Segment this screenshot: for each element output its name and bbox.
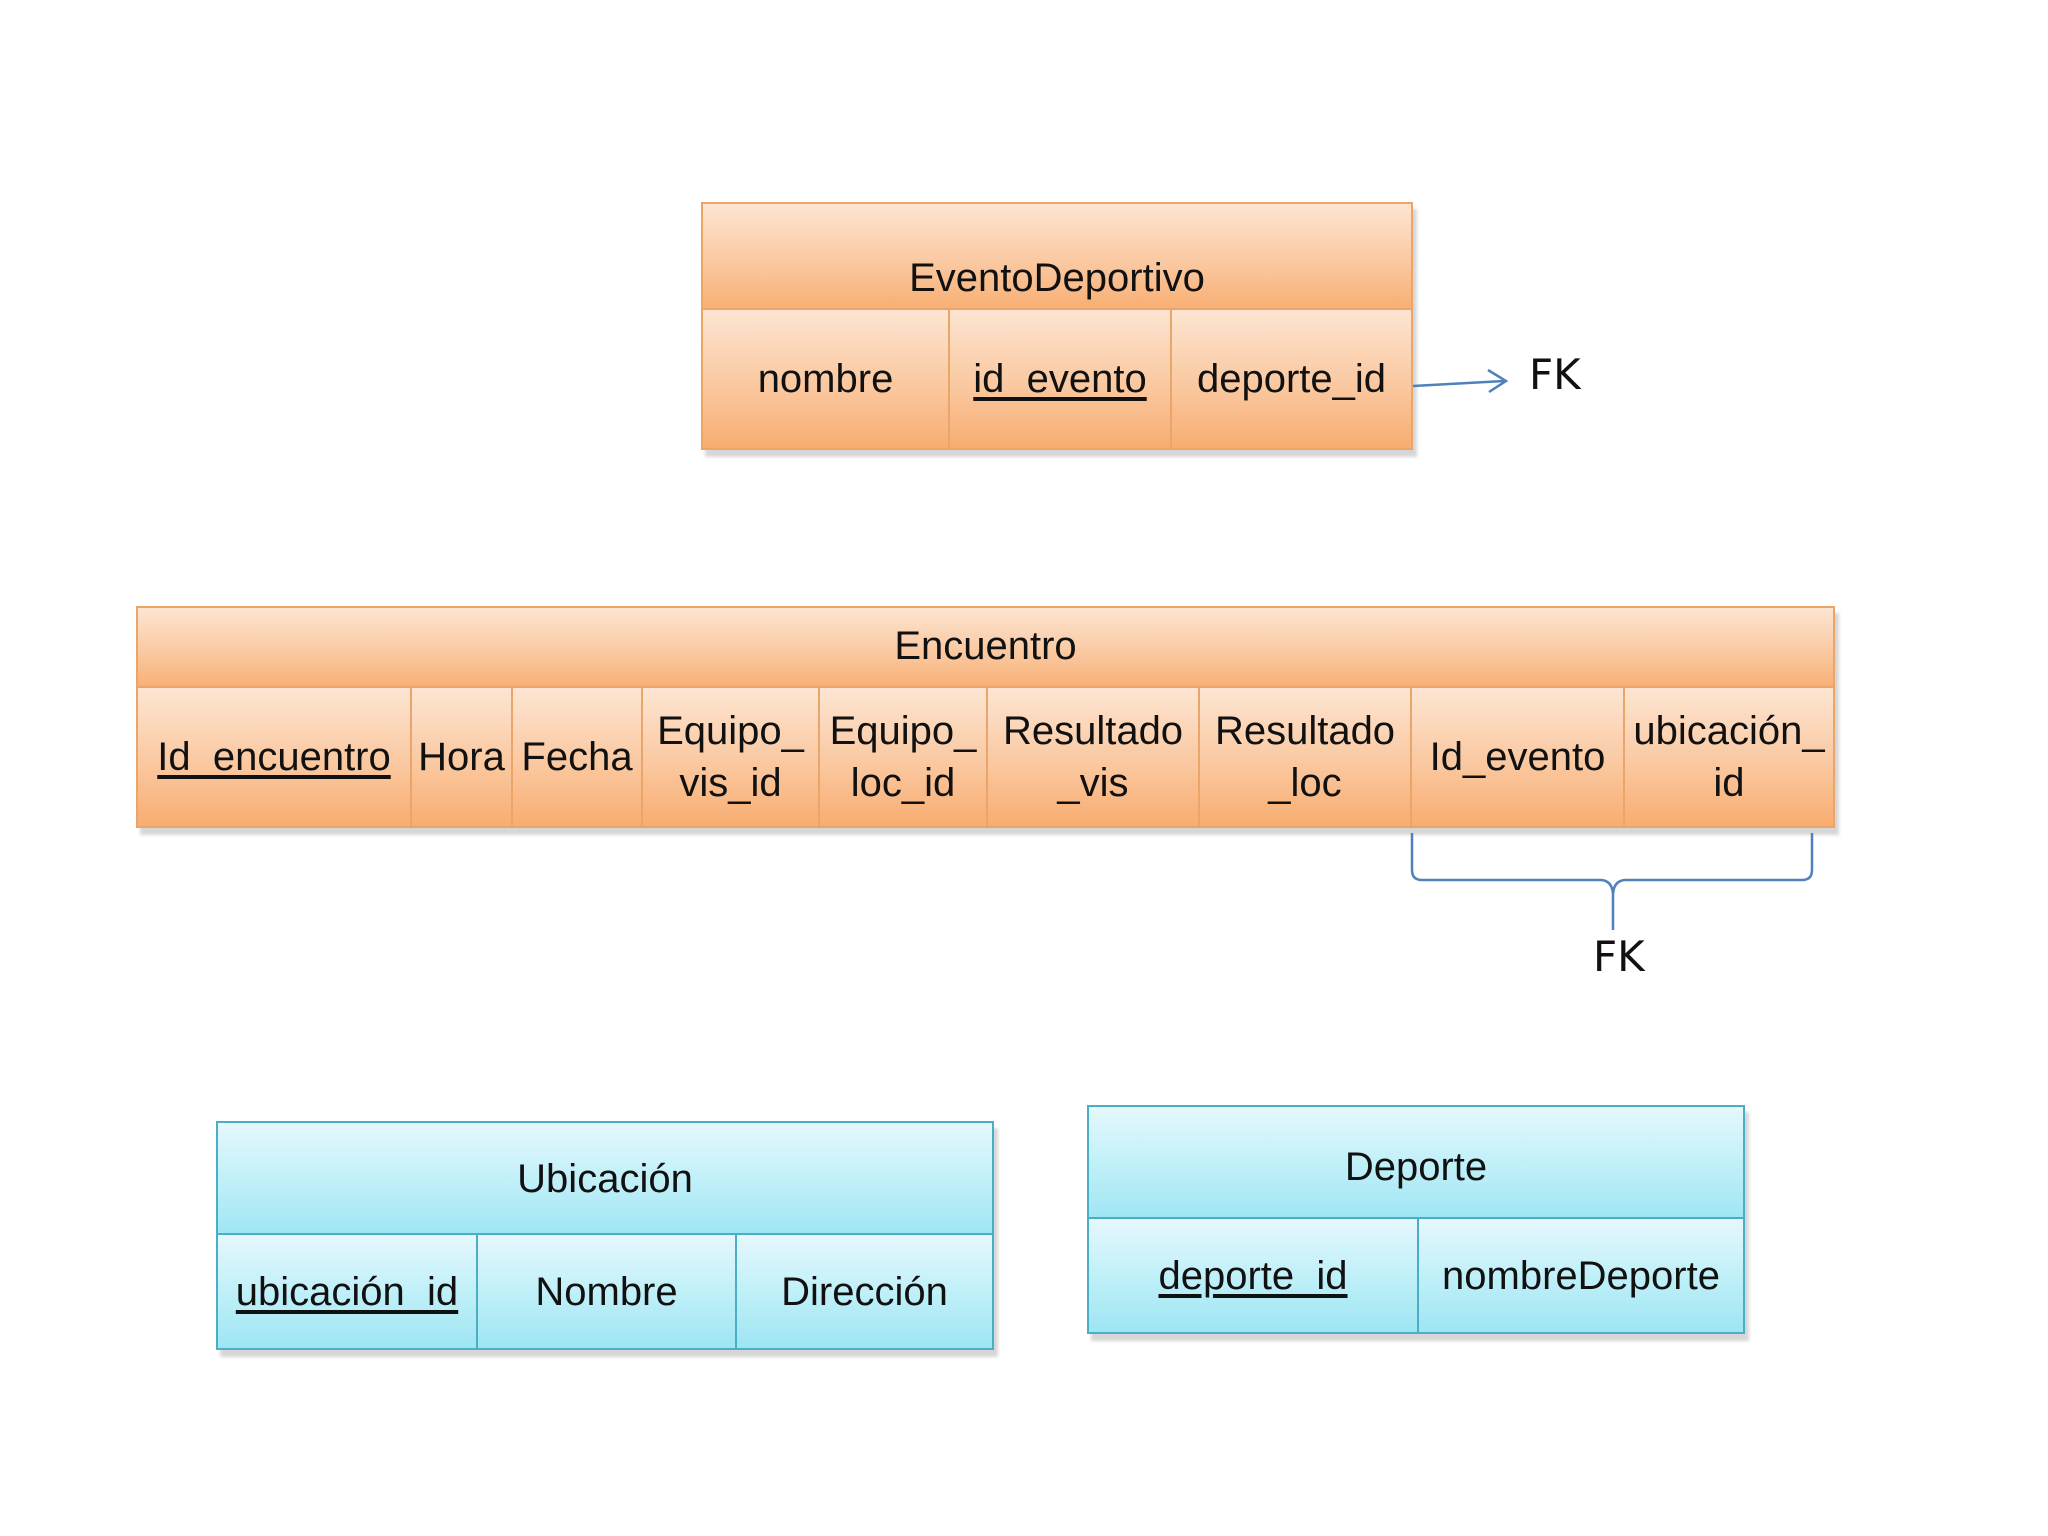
attribute-cell: Hora [410,688,511,826]
attribute-cell: Fecha [511,688,641,826]
attribute-fecha: Fecha [521,735,633,779]
attribute-id-evento: Id_evento [1429,735,1606,779]
attribute-resultado-vis: Resultado _vis [1002,709,1184,805]
primary-key-deporte-id: deporte_id [1158,1253,1348,1298]
attribute-nombre: Nombre [535,1269,678,1314]
attribute-equipo-vis-id: Equipo_ vis_id [657,709,804,805]
attribute-cell: Nombre [476,1235,735,1348]
attribute-cell: Resultado _loc [1198,688,1410,826]
attribute-row: Id_encuentro Hora Fecha Equipo_ vis_id E… [138,686,1833,826]
fk-label-evento: FK [1529,350,1581,399]
primary-key-ubicacion-id: ubicación_id [235,1269,459,1314]
entity-title: Encuentro [138,608,1833,690]
entity-title: EventoDeportivo [703,204,1411,312]
attribute-cell: ubicación_ id [1623,688,1833,826]
attribute-cell: id_evento [948,310,1170,448]
attribute-cell: Resultado _vis [986,688,1198,826]
primary-key-id-encuentro: Id_encuentro [157,735,391,779]
attribute-cell: nombreDeporte [1417,1219,1743,1332]
attribute-equipo-loc-id: Equipo_ loc_id [829,709,977,805]
entity-title-text: EventoDeportivo [909,256,1205,300]
attribute-cell: nombre [703,310,948,448]
attribute-cell: ubicación_id [218,1235,476,1348]
attribute-nombre-deporte: nombreDeporte [1442,1253,1720,1298]
entity-title-text: Deporte [1344,1145,1488,1189]
attribute-direccion: Dirección [781,1269,948,1314]
attribute-cell: deporte_id [1170,310,1411,448]
primary-key-id-evento: id_evento [973,357,1147,401]
entity-title-text: Ubicación [517,1157,693,1201]
attribute-resultado-loc: Resultado _loc [1214,709,1396,805]
attribute-ubicacion-id: ubicación_ id [1633,709,1825,805]
attribute-row: ubicación_id Nombre Dirección [218,1233,992,1348]
attribute-nombre: nombre [757,357,894,401]
attribute-cell: Id_encuentro [138,688,410,826]
fk-arrow [1412,368,1509,394]
entity-evento-deportivo: EventoDeportivo nombre id_evento deporte… [701,202,1413,450]
attribute-row: deporte_id nombreDeporte [1089,1217,1743,1332]
attribute-cell: Equipo_ loc_id [818,688,986,826]
fk-brace [1410,833,1814,930]
attribute-cell: Equipo_ vis_id [641,688,818,826]
entity-title-text: Encuentro [894,624,1077,668]
fk-label-encuentro: FK [1593,932,1645,981]
attribute-deporte-id: deporte_id [1196,357,1387,401]
attribute-row: nombre id_evento deporte_id [703,308,1411,448]
attribute-cell: Id_evento [1410,688,1623,826]
entity-title: Deporte [1089,1107,1743,1221]
entity-title: Ubicación [218,1123,992,1237]
attribute-hora: Hora [418,735,505,779]
entity-encuentro: Encuentro Id_encuentro Hora Fecha Equipo… [136,606,1835,828]
attribute-cell: deporte_id [1089,1219,1417,1332]
attribute-cell: Dirección [735,1235,992,1348]
entity-deporte: Deporte deporte_id nombreDeporte [1087,1105,1745,1334]
entity-ubicacion: Ubicación ubicación_id Nombre Dirección [216,1121,994,1350]
